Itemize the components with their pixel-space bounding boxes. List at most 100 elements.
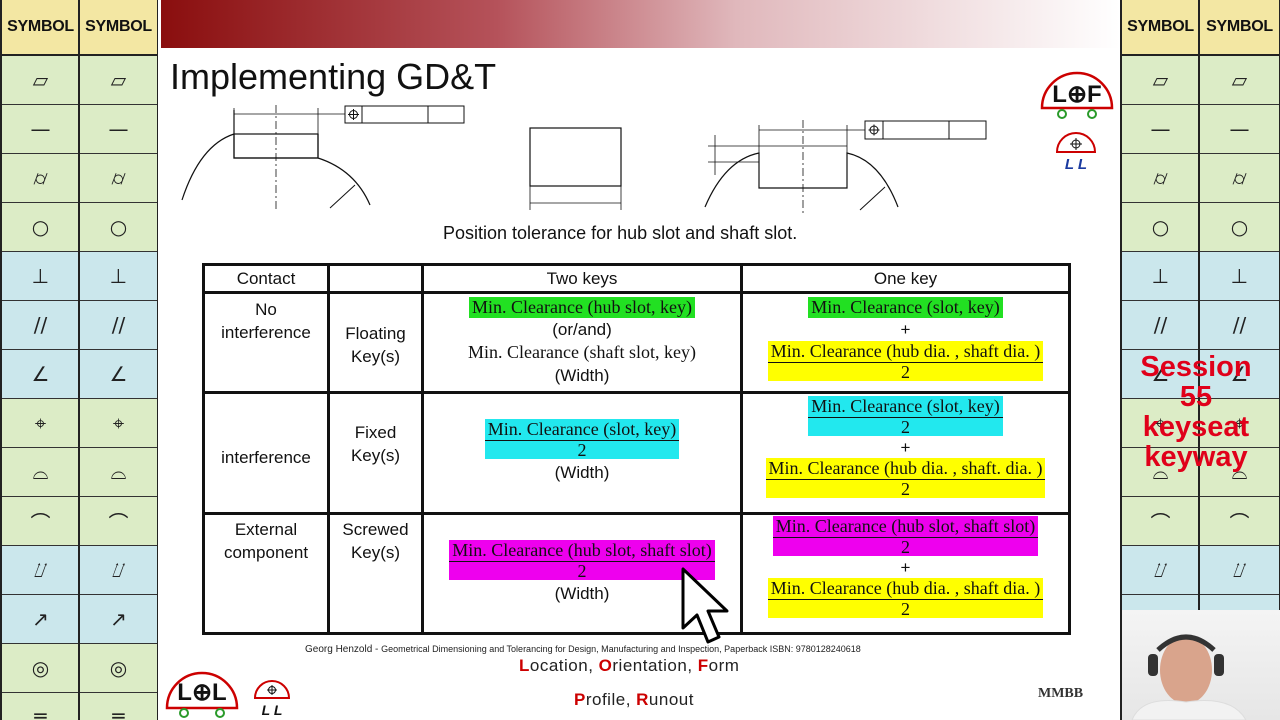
shaft-slot-drawing (704, 120, 987, 213)
one-key-cell: Min. Clearance (slot, key) + Min. Cleara… (740, 291, 1071, 394)
cell-text: interference (221, 323, 311, 342)
angularity-icon: ∠ (1200, 350, 1279, 399)
parallelism-icon: // (1122, 301, 1199, 350)
cell-text: Min. Clearance (shaft slot, key) (468, 342, 696, 362)
lol-logo-icon: L⊕L (164, 660, 240, 718)
header-two-keys: Two keys (421, 263, 743, 294)
symmetry-icon: ≡ (80, 693, 157, 720)
symbol-header: SYMBOL (2, 0, 79, 56)
position-icon: ⌖ (1200, 399, 1279, 448)
position-icon: ⌖ (1122, 399, 1199, 448)
symmetry-icon: ≡ (2, 693, 79, 720)
mouse-cursor-icon (681, 567, 729, 644)
svg-text:L L: L L (1065, 156, 1087, 172)
logo-text: L⊕L (177, 679, 226, 706)
contact-cell: External component (202, 512, 330, 635)
concentricity-icon: ◎ (2, 644, 79, 693)
total-runout-icon: ⌰ (2, 546, 79, 595)
total-runout-icon: ⌰ (1122, 546, 1199, 595)
cell-text: Fixed (354, 423, 397, 442)
key-type-cell: Screwed Key(s) (327, 512, 424, 635)
lol-logo-small-icon: L L (1054, 122, 1098, 173)
angularity-icon: ∠ (1122, 350, 1199, 399)
perpendicularity-icon: ⊥ (2, 252, 79, 301)
circular-runout-icon: ↗ (2, 595, 79, 644)
table-row: No interference Floating Key(s) Min. Cle… (202, 291, 1071, 394)
fraction-denominator: 2 (901, 417, 910, 437)
fraction-numerator: Min. Clearance (hub dia. , shaft. dia. ) (765, 458, 1046, 480)
fraction-denominator: 2 (900, 537, 910, 557)
fraction-denominator: 2 (577, 561, 587, 581)
clearance-fraction: Min. Clearance (hub dia. , shaft dia. ) … (767, 578, 1044, 619)
fraction-numerator: Min. Clearance (hub slot, shaft slot) (449, 540, 715, 562)
title-banner (161, 0, 1120, 48)
plus-sign: + (900, 320, 911, 339)
fraction-numerator: Min. Clearance (slot, key) (808, 396, 1003, 418)
cell-text: (Width) (554, 584, 610, 603)
symbol-header: SYMBOL (1200, 0, 1279, 56)
cylindricity-icon: ⌭ (1200, 154, 1279, 203)
parallelism-icon: // (80, 301, 157, 350)
clearance-table: Contact Two keys One key No interference… (202, 263, 1071, 635)
two-keys-cell: Min. Clearance (hub slot, key) (or/and) … (421, 291, 743, 394)
contact-cell: interference (202, 391, 330, 515)
circularity-icon: ○ (1122, 203, 1199, 252)
fraction-denominator: 2 (900, 479, 910, 499)
cylindricity-icon: ⌭ (1122, 154, 1199, 203)
contact-cell: No interference (202, 291, 330, 394)
fraction-numerator: Min. Clearance (hub slot, shaft slot) (772, 516, 1039, 538)
cylindricity-icon: ⌭ (2, 154, 79, 203)
key-drawing (529, 127, 622, 210)
word-rest: unout (648, 690, 694, 709)
credit-author: Georg Henzold - (305, 644, 382, 655)
clearance-fraction: Min. Clearance (hub dia. , shaft dia. ) … (767, 341, 1044, 382)
header-one-key: One key (740, 263, 1071, 294)
fraction-numerator: Min. Clearance (hub dia. , shaft dia. ) (767, 578, 1044, 600)
initial: O (598, 656, 613, 675)
session-line: 55 (1179, 381, 1213, 413)
clearance-fraction: Min. Clearance (slot, key) 2 (484, 419, 680, 460)
circularity-icon: ○ (1200, 203, 1279, 252)
logo-text: L⊕F (1052, 81, 1101, 108)
plus-sign: + (900, 438, 911, 457)
fraction-numerator: Min. Clearance (slot, key) (484, 419, 680, 441)
fraction-denominator: 2 (900, 599, 910, 619)
lof-logo-icon: L⊕F (1038, 62, 1116, 120)
initial: L (519, 656, 530, 675)
word-rest: orm (708, 656, 740, 675)
clearance-fraction: Min. Clearance (hub slot, shaft slot) 2 (772, 516, 1039, 557)
symbol-header: SYMBOL (1122, 0, 1199, 56)
two-keys-cell: Min. Clearance (slot, key) 2 (Width) (421, 391, 743, 515)
symbol-column-left-2: SYMBOL ▱—⌭○⊥//∠⌖⌓⌒⌰↗◎≡ (78, 0, 158, 720)
profile-surface-icon: ⌓ (80, 448, 157, 497)
circularity-icon: ○ (2, 203, 79, 252)
cell-text: interference (221, 448, 311, 467)
angularity-icon: ∠ (2, 350, 79, 399)
symbol-list: ▱—⌭○⊥//∠⌖⌓⌒⌰↗◎≡ (80, 56, 157, 720)
book-credit: Georg Henzold - Geometrical Dimensioning… (305, 644, 861, 655)
straightness-icon: — (2, 105, 79, 154)
symbol-column-left-1: SYMBOL ▱—⌭○⊥//∠⌖⌓⌒⌰↗◎≡ (0, 0, 80, 720)
header-contact: Contact (202, 263, 330, 294)
profile-line-icon: ⌒ (1122, 497, 1199, 546)
perpendicularity-icon: ⊥ (80, 252, 157, 301)
credit-book: Geometrical Dimensioning and Tolerancing… (381, 644, 861, 654)
figure-caption: Position tolerance for hub slot and shaf… (443, 223, 798, 243)
key-type-cell: Floating Key(s) (327, 291, 424, 394)
position-icon: ⌖ (80, 399, 157, 448)
clearance-fraction: Min. Clearance (slot, key) 2 (808, 396, 1003, 437)
fraction-denominator: 2 (900, 362, 910, 382)
cell-text: Key(s) (350, 347, 401, 366)
profile-surface-icon: ⌓ (1200, 448, 1279, 497)
total-runout-icon: ⌰ (80, 546, 157, 595)
table-header-row: Contact Two keys One key (202, 263, 1071, 294)
angularity-icon: ∠ (80, 350, 157, 399)
circularity-icon: ○ (80, 203, 157, 252)
lol-logo-small-bottom-icon: L L (252, 670, 292, 718)
perpendicularity-icon: ⊥ (1200, 252, 1279, 301)
total-runout-icon: ⌰ (1200, 546, 1279, 595)
fraction-denominator: 2 (577, 440, 587, 460)
concentricity-icon: ◎ (80, 644, 157, 693)
cell-text: External (234, 520, 298, 539)
initial: P (574, 690, 586, 709)
